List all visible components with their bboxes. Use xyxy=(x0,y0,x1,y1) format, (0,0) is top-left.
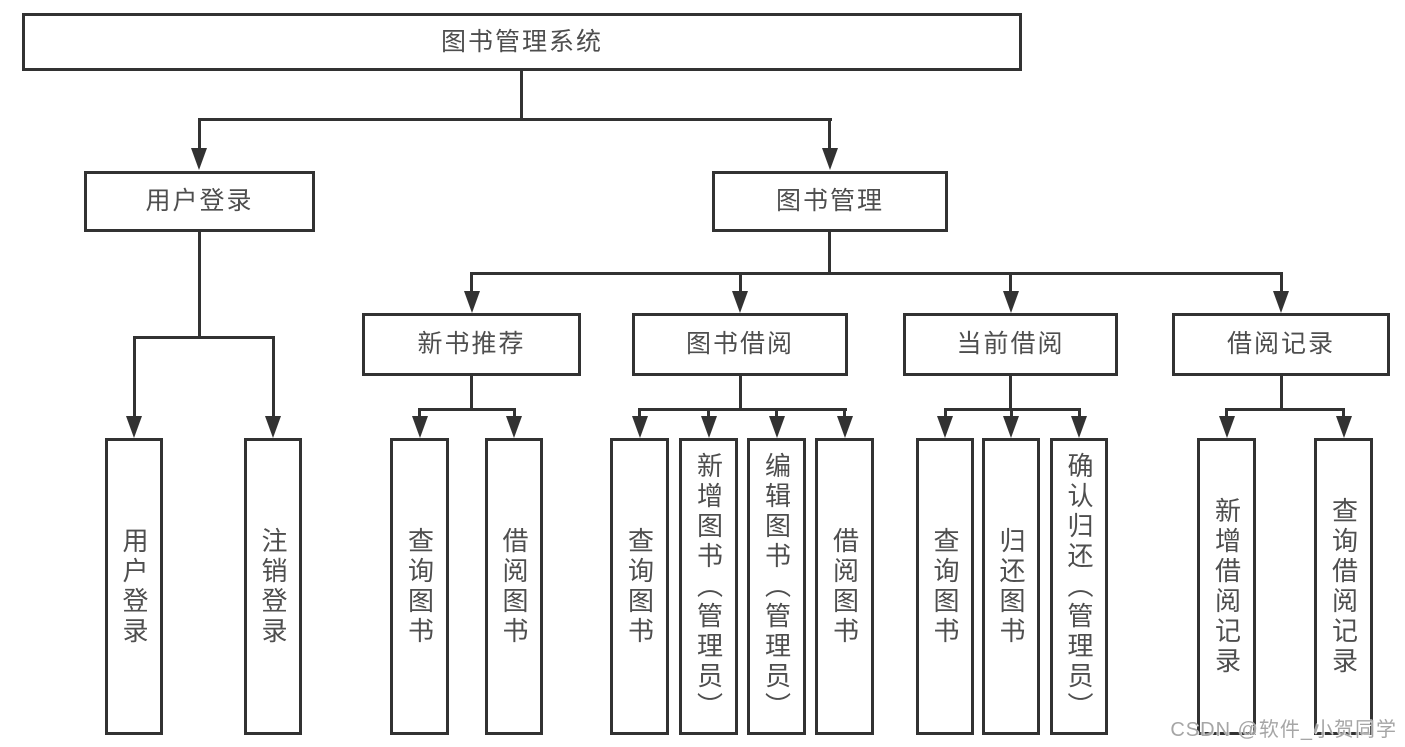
connector-user-login-stem xyxy=(198,232,201,336)
connector-drop-leaf xyxy=(1225,408,1228,416)
connector-new-book-stem xyxy=(470,376,473,408)
arrowhead xyxy=(937,416,953,438)
connector-current-borrow-stem xyxy=(1009,376,1012,408)
leaf-label: 注销登录 xyxy=(258,526,288,647)
leaf-label: 归还图书 xyxy=(996,526,1026,647)
node-label: 图书借阅 xyxy=(685,330,794,358)
arrowhead xyxy=(1071,416,1087,438)
connector-drop-leaf xyxy=(1078,408,1081,416)
arrowhead xyxy=(701,416,717,438)
leaf-label: 借阅图书 xyxy=(499,526,529,647)
leaf-label: 编辑图书（管理员） xyxy=(761,451,792,722)
leaf-label: 确认归还（管理员） xyxy=(1064,451,1094,722)
leaf-query-books-current: 查询图书 xyxy=(916,438,974,735)
arrowhead xyxy=(126,416,142,438)
leaf-return-books: 归还图书 xyxy=(982,438,1040,735)
connector-root-rail xyxy=(198,118,832,121)
arrowhead xyxy=(732,291,748,313)
node-new-book-recommend: 新书推荐 xyxy=(362,313,581,376)
connector-root-stem xyxy=(520,71,523,118)
arrowhead xyxy=(191,148,207,170)
connector-book-management-rail xyxy=(470,272,1282,275)
node-book-borrow: 图书借阅 xyxy=(632,313,848,376)
connector-drop-leaf xyxy=(775,408,778,416)
connector-drop-leaf xyxy=(418,408,421,416)
arrowhead xyxy=(1273,291,1289,313)
arrowhead xyxy=(1219,416,1235,438)
leaf-borrow-books-recommend: 借阅图书 xyxy=(485,438,543,735)
arrowhead xyxy=(822,148,838,170)
node-user-login: 用户登录 xyxy=(84,171,315,232)
arrowhead xyxy=(632,416,648,438)
node-label: 用户登录 xyxy=(145,187,254,215)
leaf-logout: 注销登录 xyxy=(244,438,302,735)
connector-drop-leaf xyxy=(272,336,275,416)
leaf-user-login: 用户登录 xyxy=(105,438,163,735)
node-label: 图书管理系统 xyxy=(440,27,603,56)
arrowhead xyxy=(412,416,428,438)
connector-drop-borrow-records xyxy=(1280,272,1283,291)
connector-drop-leaf xyxy=(1342,408,1345,416)
arrowhead xyxy=(1336,416,1352,438)
connector-borrow-records-rail xyxy=(1225,408,1345,411)
connector-book-management-stem xyxy=(828,232,831,272)
node-label: 当前借阅 xyxy=(956,330,1065,358)
connector-borrow-records-stem xyxy=(1280,376,1283,408)
connector-drop-leaf xyxy=(944,408,947,416)
node-book-management: 图书管理 xyxy=(712,171,948,232)
arrowhead xyxy=(464,291,480,313)
connector-user-login-rail xyxy=(133,336,275,339)
node-label: 借阅记录 xyxy=(1226,330,1335,358)
connector-drop-leaf xyxy=(513,408,516,416)
leaf-label: 用户登录 xyxy=(119,526,149,647)
leaf-edit-books-admin: 编辑图书（管理员） xyxy=(747,438,806,735)
arrowhead xyxy=(506,416,522,438)
leaf-borrow-books: 借阅图书 xyxy=(815,438,874,735)
node-current-borrow: 当前借阅 xyxy=(903,313,1118,376)
leaf-query-books-recommend: 查询图书 xyxy=(390,438,449,735)
arrowhead xyxy=(1003,291,1019,313)
leaf-add-borrow-record: 新增借阅记录 xyxy=(1197,438,1256,735)
connector-drop-book-borrow xyxy=(739,272,742,291)
leaf-label: 查询图书 xyxy=(930,526,960,647)
leaf-add-books-admin: 新增图书（管理员） xyxy=(679,438,738,735)
connector-drop-leaf xyxy=(707,408,710,416)
connector-drop-book-management xyxy=(828,118,831,148)
connector-book-borrow-stem xyxy=(739,376,742,408)
connector-new-book-rail xyxy=(418,408,516,411)
connector-drop-leaf xyxy=(1010,408,1013,416)
arrowhead xyxy=(837,416,853,438)
connector-drop-leaf xyxy=(638,408,641,416)
connector-book-borrow-rail xyxy=(638,408,847,411)
connector-drop-leaf xyxy=(133,336,136,416)
leaf-query-borrow-record: 查询借阅记录 xyxy=(1314,438,1373,735)
connector-drop-leaf xyxy=(843,408,846,416)
leaf-label: 新增借阅记录 xyxy=(1211,496,1242,677)
connector-drop-current-borrow xyxy=(1009,272,1012,291)
node-label: 新书推荐 xyxy=(417,330,526,358)
leaf-label: 借阅图书 xyxy=(829,526,860,647)
leaf-label: 查询借阅记录 xyxy=(1328,496,1359,677)
node-label: 图书管理 xyxy=(775,187,884,215)
leaf-query-books-borrow: 查询图书 xyxy=(610,438,669,735)
leaf-label: 查询图书 xyxy=(624,526,655,647)
csdn-watermark: CSDN @软件_小贺同学 xyxy=(1170,719,1397,741)
arrowhead xyxy=(265,416,281,438)
node-library-management-system: 图书管理系统 xyxy=(22,13,1022,71)
connector-drop-new-book xyxy=(470,272,473,291)
connector-drop-user-login xyxy=(198,118,201,148)
leaf-label: 查询图书 xyxy=(404,526,435,647)
leaf-confirm-return-admin: 确认归还（管理员） xyxy=(1050,438,1108,735)
node-borrow-records: 借阅记录 xyxy=(1172,313,1390,376)
leaf-label: 新增图书（管理员） xyxy=(693,451,724,722)
arrowhead xyxy=(1003,416,1019,438)
arrowhead xyxy=(769,416,785,438)
